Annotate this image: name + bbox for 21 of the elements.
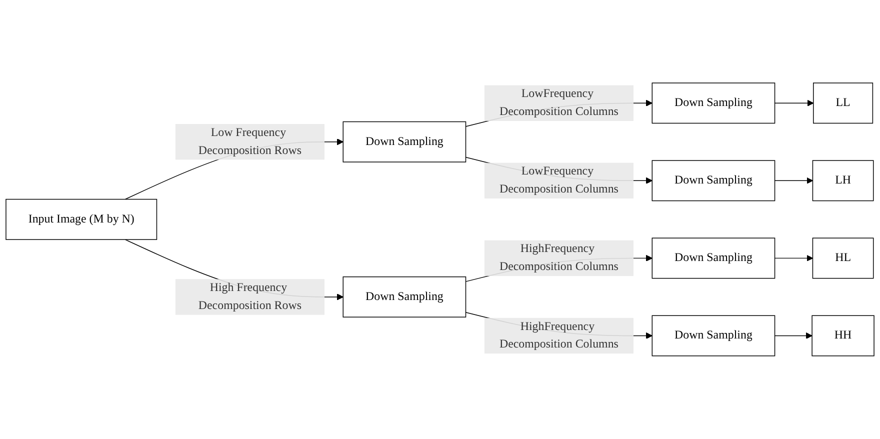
edge-label: HighFrequency Decomposition Columns (499, 242, 618, 274)
node-box: Down Sampling (652, 82, 776, 124)
edge-label: HighFrequency Decomposition Columns (499, 320, 618, 351)
arrow (774, 332, 812, 340)
node-box: LH (812, 160, 874, 202)
node-box: LL (813, 82, 874, 124)
node-box: Down Sampling (342, 276, 466, 318)
node-box: Down Sampling (652, 238, 776, 279)
edge-label: LowFrequency Decomposition Columns (499, 165, 618, 196)
node-box: Down Sampling (342, 121, 466, 162)
node-box: Down Sampling (652, 160, 776, 202)
arrow (774, 177, 814, 184)
node-box: HL (812, 238, 874, 279)
edge-label: LowFrequency Decomposition Columns (499, 88, 618, 118)
edge-label: High Frequency Decomposition Rows (198, 281, 302, 312)
node-box: Down Sampling (652, 315, 776, 356)
arrow (774, 254, 814, 262)
arrow (774, 100, 814, 106)
node-box: Input Image (M by N) (6, 198, 158, 240)
node-box: HH (812, 315, 874, 356)
edge-label: Low Frequency Decomposition Rows (198, 126, 302, 157)
